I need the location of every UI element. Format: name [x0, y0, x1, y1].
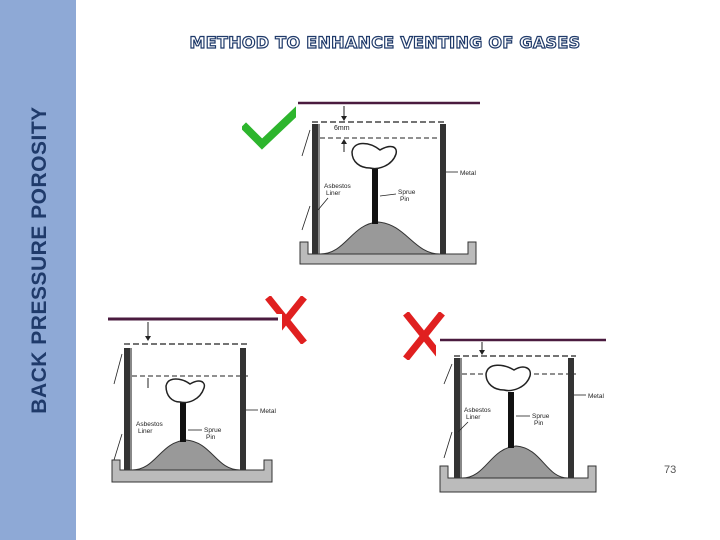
metal-label: Metal [588, 393, 604, 400]
casting-ring-diagram-correct: 6mm Asbestos Liner Sprue Pin Metal [296, 100, 486, 268]
slide-number: 73 [664, 464, 677, 476]
casting-ring-diagram-incorrect: Asbestos Liner Sprue Pin Metal [436, 336, 608, 496]
side-title: BACK PRESSURE POROSITY [28, 106, 51, 414]
svg-text:Liner: Liner [466, 414, 481, 421]
slide-title: METHOD TO ENHANCE VENTING OF GASES [189, 32, 581, 52]
svg-text:Pin: Pin [206, 434, 216, 441]
svg-text:Asbestos: Asbestos [464, 407, 491, 414]
svg-text:Asbestos: Asbestos [324, 183, 351, 190]
sidebar: BACK PRESSURE POROSITY [0, 0, 76, 540]
metal-label: Metal [460, 170, 476, 177]
svg-text:Pin: Pin [534, 420, 544, 427]
svg-text:Asbestos: Asbestos [136, 421, 163, 428]
svg-text:Sprue: Sprue [532, 413, 550, 420]
svg-text:Pin: Pin [400, 196, 410, 203]
metal-label: Metal [260, 408, 276, 415]
gap-label: 6mm [334, 125, 350, 132]
svg-text:Liner: Liner [138, 428, 153, 435]
check-mark-icon [242, 104, 304, 150]
svg-text:Sprue: Sprue [398, 189, 416, 196]
svg-text:Liner: Liner [326, 190, 341, 197]
casting-ring-diagram-incorrect: Asbestos Liner Sprue Pin Metal [106, 314, 282, 484]
svg-text:Sprue: Sprue [204, 427, 222, 434]
